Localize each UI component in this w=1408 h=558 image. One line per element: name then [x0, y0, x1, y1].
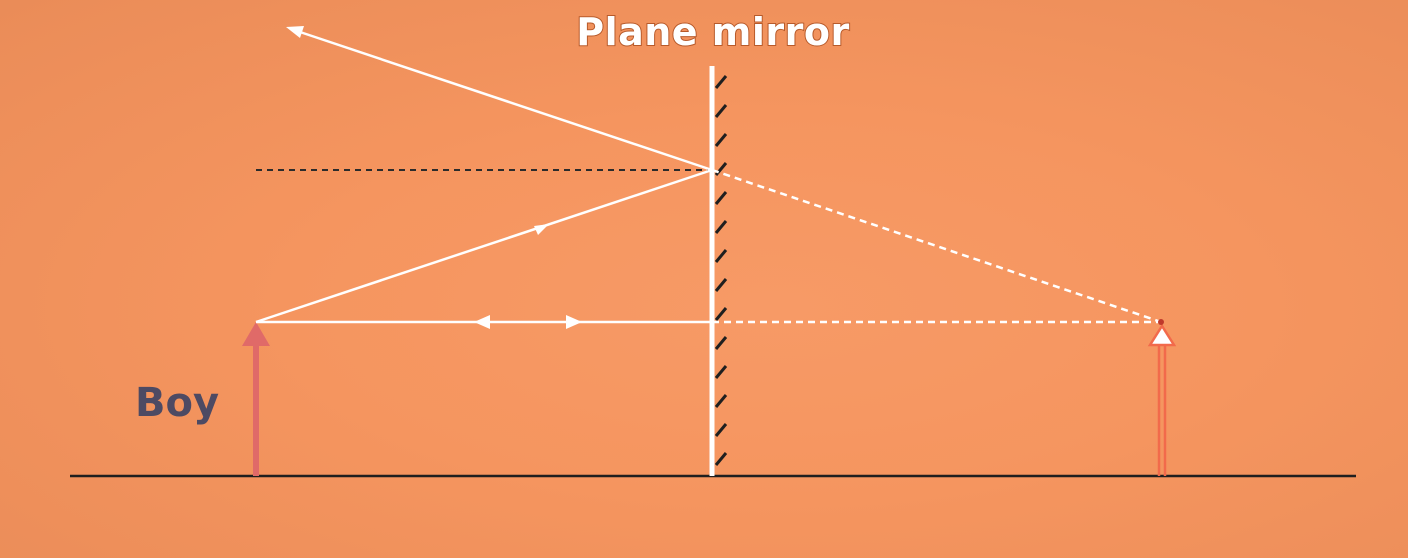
reflected-ray — [299, 30, 713, 172]
image-point — [1158, 319, 1164, 325]
mirror-hatching — [714, 75, 728, 466]
object-label: Boy — [135, 380, 219, 426]
diagram-title: Plane mirror — [576, 10, 850, 54]
image-arrow — [1147, 323, 1177, 476]
incident-ray-oblique — [255, 168, 713, 324]
object-arrow — [242, 322, 270, 476]
incident-ray-arrowhead — [534, 224, 549, 235]
normal-ray-forward-arrowhead — [566, 315, 582, 329]
normal-ray-return-arrowhead — [474, 315, 490, 329]
reflected-ray-arrowhead — [286, 26, 304, 38]
virtual-ray-extension — [711, 168, 1162, 324]
